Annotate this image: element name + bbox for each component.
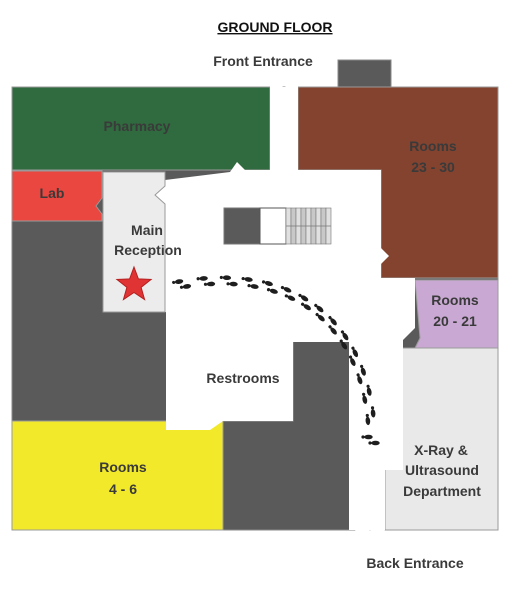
xray-label-2: Ultrasound [405, 462, 479, 478]
room-main-reception[interactable] [102, 171, 166, 313]
back-entrance-label: Back Entrance [366, 555, 463, 571]
lab-label: Lab [40, 185, 65, 201]
rooms-20-21-label-2: 20 - 21 [433, 313, 477, 329]
rooms-4-6-label-1: Rooms [99, 459, 147, 475]
main-corridor [103, 87, 415, 470]
pharmacy-label: Pharmacy [104, 118, 171, 134]
stairs-icon [223, 207, 332, 245]
room-lab[interactable] [11, 170, 103, 222]
front-entrance-label: Front Entrance [213, 53, 313, 69]
main-reception-label-2: Reception [114, 242, 182, 258]
room-rooms-4-6[interactable] [11, 420, 224, 531]
front-entrance-gap[interactable] [270, 82, 298, 170]
rooms-23-30-label-1: Rooms [409, 138, 457, 154]
restrooms-label: Restrooms [206, 370, 279, 386]
footprints-icon [172, 275, 380, 446]
xray-label-1: X-Ray & [414, 442, 468, 458]
rooms-23-30-label-2: 23 - 30 [411, 159, 455, 175]
rooftop-block [337, 59, 392, 89]
rooms-4-6-label-2: 4 - 6 [109, 481, 137, 497]
floor-title: GROUND FLOOR [217, 19, 332, 35]
xray-label-3: Department [403, 483, 481, 499]
back-entrance-gap[interactable] [349, 470, 385, 536]
rooms-20-21-label-1: Rooms [431, 292, 479, 308]
star-icon [115, 265, 153, 301]
main-reception-label-1: Main [131, 222, 163, 238]
